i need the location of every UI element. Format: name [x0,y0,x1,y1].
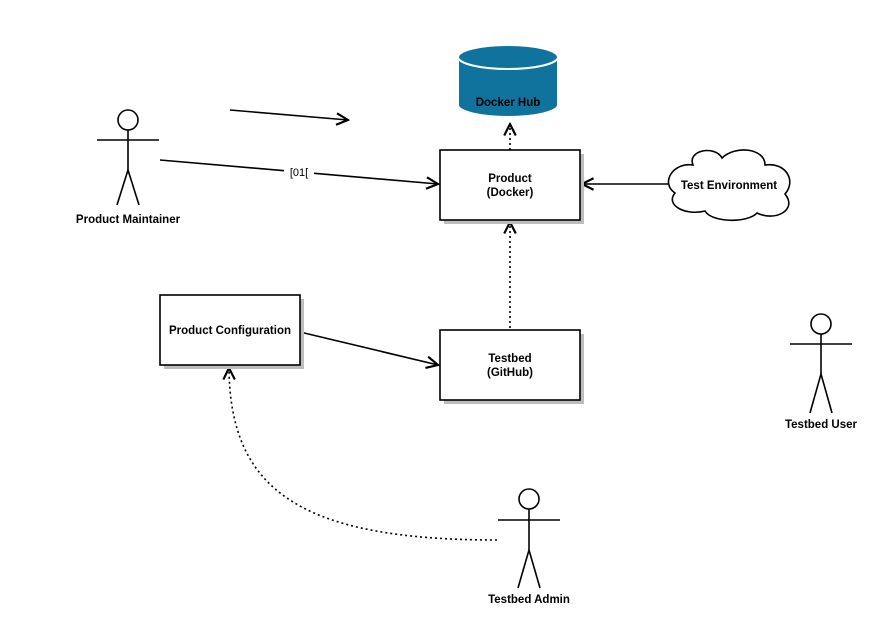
product-maintainer-label: Product Maintainer [76,214,181,226]
edge-label-multiplicity: [01[ [290,167,308,179]
actor-product-maintainer[interactable]: Product Maintainer [76,109,181,226]
node-docker-hub[interactable]: Docker Hub [457,44,559,118]
actor-testbed-user[interactable]: Testbed User [785,313,858,431]
node-product[interactable]: Product (Docker) [439,149,584,224]
stick-figure-icon [97,109,159,206]
product-configuration-label: Product Configuration [169,325,291,337]
floating-arrow[interactable] [229,109,348,120]
testbed-admin-label: Testbed Admin [488,594,570,606]
actor-testbed-admin[interactable]: Testbed Admin [488,488,570,606]
product-label-line2: (Docker) [487,187,534,199]
docker-hub-label: Docker Hub [476,97,541,109]
node-test-environment[interactable]: Test Environment [667,149,791,222]
stick-figure-icon [498,488,560,589]
edge-configuration-to-testbed[interactable] [299,331,438,365]
edge-maintainer-to-product[interactable]: [01[ [159,159,438,184]
testbed-label-line2: (GitHub) [487,367,533,379]
testbed-user-label: Testbed User [785,419,858,431]
testbed-label-line1: Testbed [488,353,531,365]
test-environment-label: Test Environment [681,180,777,192]
stick-figure-icon [790,313,852,414]
node-product-configuration[interactable]: Product Configuration [159,294,304,369]
product-label-line1: Product [488,173,532,185]
node-testbed[interactable]: Testbed (GitHub) [439,329,584,404]
